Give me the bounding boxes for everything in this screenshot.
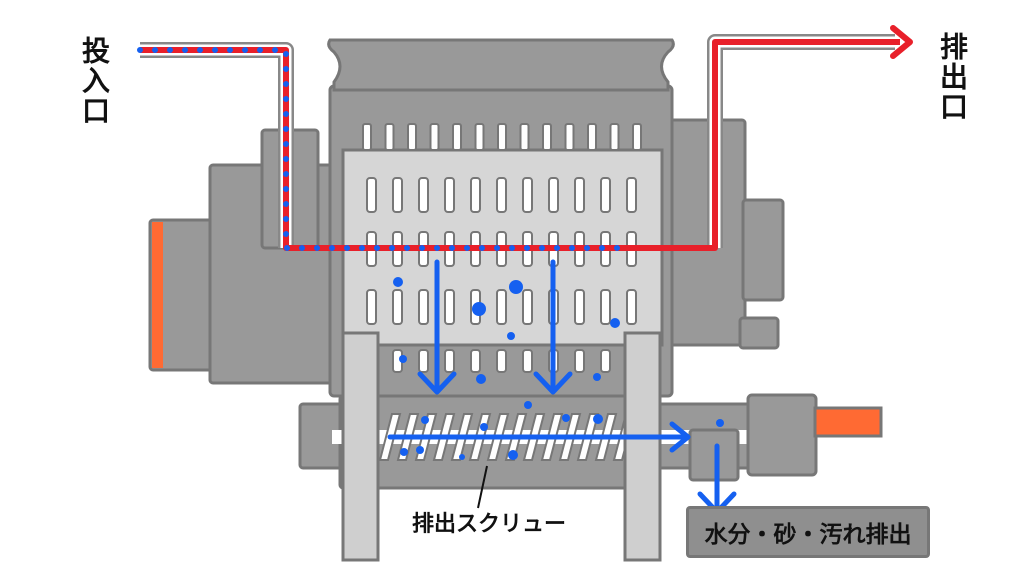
screen-slot — [366, 289, 377, 325]
screen-slot — [497, 123, 507, 151]
screen-slot — [522, 349, 533, 373]
right-small-block — [741, 198, 785, 302]
outlet-label: 排出口 — [936, 32, 969, 122]
screen-slot — [418, 177, 429, 213]
screw-leader-line — [477, 465, 488, 509]
screen-slot — [609, 123, 620, 151]
screen-slot — [366, 177, 377, 213]
solid-particle — [593, 414, 603, 424]
screen-slot — [626, 177, 637, 213]
solid-particle — [509, 280, 523, 294]
screen-slot — [362, 123, 372, 151]
screen-slot — [392, 289, 403, 325]
drain-label-box: 水分・砂・汚れ排出 — [686, 506, 930, 558]
screen-slot — [522, 177, 533, 213]
screen-slot — [574, 289, 585, 325]
screen-slot — [600, 177, 611, 213]
screen-slot — [626, 289, 637, 325]
screen-slot — [474, 123, 485, 151]
screen-slot — [407, 123, 417, 151]
left-leg — [341, 331, 380, 562]
solid-particle — [507, 332, 515, 340]
screen-slot — [470, 177, 481, 213]
screen-slot — [564, 123, 575, 151]
screw-transport-arrow — [387, 421, 691, 453]
solids-dotted-path — [137, 47, 633, 251]
solid-particle — [524, 401, 532, 409]
solids-down-arrow-2 — [533, 259, 573, 395]
solid-particles — [393, 277, 724, 460]
solid-particle — [610, 318, 620, 328]
solid-particle — [400, 448, 408, 456]
screen-slot — [384, 123, 395, 151]
solid-particle — [416, 446, 424, 454]
screen-slot — [587, 123, 597, 151]
screen-slot — [548, 177, 559, 213]
solid-particle — [399, 355, 407, 363]
solid-particle — [593, 373, 601, 381]
screen-slot — [542, 123, 552, 151]
screen-slot — [444, 289, 455, 325]
screen-slot — [632, 123, 642, 151]
solid-particle — [476, 374, 486, 384]
screen-slot — [574, 177, 585, 213]
screen-slot — [519, 123, 530, 151]
screen-slot — [429, 123, 440, 151]
drive-motor — [746, 393, 818, 477]
inlet-label: 投入口 — [78, 36, 111, 126]
outlet-arrow-head — [890, 25, 913, 59]
screen-slot — [496, 177, 507, 213]
top-cap — [327, 38, 675, 92]
solid-particle — [459, 454, 465, 460]
motor-shaft — [813, 406, 883, 438]
screen-slot — [444, 177, 455, 213]
screen-slot — [600, 289, 611, 325]
screen-slot — [392, 177, 403, 213]
solid-particle — [421, 416, 429, 424]
solid-particle — [480, 423, 488, 431]
solid-particle — [508, 450, 518, 460]
screen-slot — [418, 349, 429, 373]
solids-down-arrow-1 — [417, 259, 457, 395]
screen-slot — [600, 349, 611, 373]
screen-slot — [418, 289, 429, 325]
right-leg — [623, 331, 662, 562]
solid-particle — [472, 302, 486, 316]
screen-slot — [470, 349, 481, 373]
solid-particle — [716, 419, 724, 427]
screen-slot — [444, 349, 455, 373]
screen-slot — [496, 289, 507, 325]
screw-label: 排出スクリュー — [412, 512, 567, 537]
screen-slot — [452, 123, 462, 151]
right-lower-block — [738, 316, 780, 350]
screen-slot — [522, 289, 533, 325]
solid-particle — [562, 414, 570, 422]
screen-slot — [574, 349, 585, 373]
solid-particle — [393, 277, 403, 287]
left-motor-stripe — [152, 222, 163, 368]
screen-slot — [496, 349, 507, 373]
discharge-chute — [688, 428, 740, 482]
drain-label: 水分・砂・汚れ排出 — [704, 522, 912, 548]
